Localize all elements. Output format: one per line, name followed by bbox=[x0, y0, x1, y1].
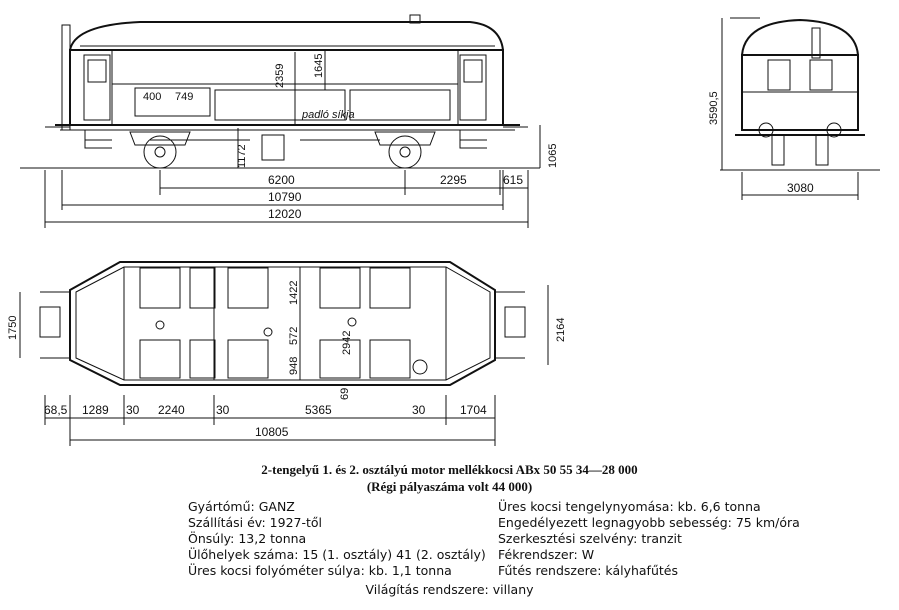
plan-inner-label: 69 bbox=[339, 388, 351, 400]
end-height-label: 3590,5 bbox=[708, 91, 720, 125]
floor-label: padló síkja bbox=[301, 109, 355, 121]
plan-inner-label: 2942 bbox=[341, 331, 353, 355]
specs-right: Üres kocsi tengelynyomása: kb. 6,6 tonna… bbox=[498, 499, 800, 579]
spec-line: Engedélyezett legnagyobb sebesség: 75 km… bbox=[498, 515, 800, 530]
caption-title: 2-tengelyű 1. és 2. osztályú motor mellé… bbox=[261, 462, 638, 477]
dim-label: 2295 bbox=[440, 173, 467, 187]
spec-line: Gyártómű: GANZ bbox=[188, 499, 295, 514]
plan-dim: 30 bbox=[412, 403, 426, 417]
spec-line: Üres kocsi tengelynyomása: kb. 6,6 tonna bbox=[498, 499, 761, 514]
dim-label: 6200 bbox=[268, 173, 295, 187]
plan-dim: 68,5 bbox=[44, 403, 68, 417]
side-height-label: 2359 bbox=[274, 64, 286, 88]
plan-dim: 2240 bbox=[158, 403, 185, 417]
footer-lighting: Világítás rendszere: villany bbox=[365, 582, 534, 597]
plan-dim: 30 bbox=[126, 403, 140, 417]
spec-line: Fűtés rendszere: kályhafűtés bbox=[498, 563, 678, 578]
plan-inner-label: 948 bbox=[288, 357, 300, 375]
side-height-label: 1645 bbox=[313, 54, 325, 78]
spec-line: Önsúly: 13,2 tonna bbox=[188, 531, 307, 546]
technical-drawing: 2359 1645 400 749 padló síkja 1172 1065 … bbox=[7, 14, 880, 446]
right-height-label: 1065 bbox=[547, 144, 559, 168]
plan-dim: 5365 bbox=[305, 403, 332, 417]
spec-line: Szállítási év: 1927-től bbox=[188, 515, 323, 530]
plan-dim: 1704 bbox=[460, 403, 487, 417]
dim-label: 12020 bbox=[268, 207, 302, 221]
caption-subtitle: (Régi pályaszáma volt 44 000) bbox=[366, 479, 533, 494]
plan-inner-label: 572 bbox=[288, 327, 300, 345]
spec-line: Ülőhelyek száma: 15 (1. osztály) 41 (2. … bbox=[188, 547, 486, 562]
spec-line: Szerkesztési szelvény: tranzit bbox=[498, 531, 682, 546]
plan-dim: 30 bbox=[216, 403, 230, 417]
window-label: 400 bbox=[143, 91, 161, 103]
dim-label: 615 bbox=[503, 173, 523, 187]
spec-line: Fékrendszer: W bbox=[498, 547, 595, 562]
specs-left: Gyártómű: GANZ Szállítási év: 1927-től Ö… bbox=[188, 499, 486, 579]
plan-view: 1422 572 948 2942 69 1750 2164 68,5 1289… bbox=[7, 261, 567, 446]
plan-inner-label: 1422 bbox=[288, 281, 300, 305]
plan-total: 10805 bbox=[255, 425, 289, 439]
dim-label: 10790 bbox=[268, 190, 302, 204]
plan-dim: 1289 bbox=[82, 403, 109, 417]
end-view: 3590,5 3080 bbox=[708, 17, 880, 200]
side-view: 2359 1645 400 749 padló síkja 1172 1065 … bbox=[20, 14, 559, 228]
plan-left-width: 1750 bbox=[7, 316, 19, 340]
end-width-label: 3080 bbox=[787, 181, 814, 195]
window-label: 749 bbox=[175, 91, 193, 103]
axle-height-label: 1172 bbox=[236, 144, 248, 168]
plan-right-width: 2164 bbox=[555, 318, 567, 342]
spec-line: Üres kocsi folyóméter súlya: kb. 1,1 ton… bbox=[188, 563, 452, 578]
